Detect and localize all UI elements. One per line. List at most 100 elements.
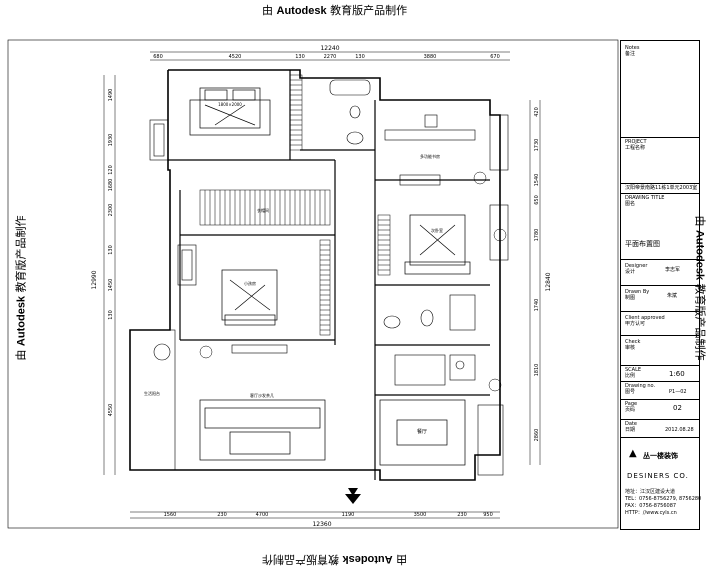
wardrobe-row: [199, 189, 331, 226]
dim-bottom-segment: 4700: [256, 512, 269, 518]
exterior-walls: [129, 69, 501, 481]
watermark-top: 由 Autodesk 教育版产品制作: [262, 4, 408, 17]
drawn-value: 朱斌: [667, 293, 678, 299]
drawing-frame: [7, 39, 619, 529]
drawing-no-sub: 图号: [625, 389, 636, 395]
notes-sub: 备注: [625, 51, 636, 57]
dim-bottom-segment: 230: [457, 512, 467, 518]
title-block: Notes 备注 PROJECT 工程名称 汉阳帝景南路11栋1单元2003室 …: [620, 40, 701, 530]
check-label: Check: [625, 339, 641, 345]
company-fax: FAX：0756-8756087: [625, 503, 677, 509]
dim-right-segment: 420: [534, 107, 540, 117]
dim-left-segment: 2300: [108, 204, 114, 217]
balcony-label: 生活阳台: [144, 390, 160, 396]
master-bathroom: [329, 79, 371, 145]
drawing-title-label: DRAWING TITLE: [625, 195, 665, 201]
left-balcony: [129, 329, 176, 471]
bay-window-left: [177, 244, 197, 286]
dim-left-segment: 120: [108, 165, 114, 175]
right-dimension-line: [529, 100, 541, 465]
sub-bed: [404, 214, 471, 275]
dining-table: [379, 399, 466, 466]
kitchen: [394, 354, 476, 386]
dim-bottom-segment: 230: [217, 512, 227, 518]
dim-left-segment: 130: [108, 245, 114, 255]
dim-bottom-segment: 3500: [414, 512, 427, 518]
master-bed: [189, 87, 271, 136]
dining-label: 餐厅: [417, 428, 427, 435]
master-bed-size: 1800×2000: [218, 102, 242, 107]
client-sub: 甲方认可: [625, 321, 646, 327]
dim-right-segment: 1540: [534, 174, 540, 187]
dim-left-segment: 1490: [108, 89, 114, 102]
dim-left-segment: 1930: [108, 134, 114, 147]
top-dimension-line: [150, 51, 510, 61]
client-label: Client approved: [625, 315, 665, 321]
page-sub: 页码: [625, 407, 636, 413]
second-bathroom: [383, 294, 476, 331]
dim-bottom-total: 12360: [312, 521, 331, 528]
scale-label: SCALE: [625, 367, 642, 373]
walk-in-label: 衣帽间: [257, 207, 269, 213]
designer-sub: 设计: [625, 269, 636, 275]
project-value: 工程名称: [625, 145, 646, 151]
dim-left-segment: 4550: [108, 404, 114, 417]
date-value: 2012.08.28: [665, 427, 694, 433]
dim-top-segment: 670: [490, 54, 500, 60]
dim-bottom-segment: 950: [483, 512, 493, 518]
drawing-title-sub: 图名: [625, 201, 636, 207]
dim-right-segment: 650: [534, 195, 540, 205]
hatch-column: [319, 239, 331, 336]
entrance-arrow: [345, 488, 361, 504]
walk-in-wardrobe: [289, 74, 303, 151]
date-sub: 日期: [625, 427, 636, 433]
designer-label: Designer: [625, 263, 648, 269]
living-sofa: [199, 399, 326, 461]
kid-bed: [221, 269, 278, 326]
kid-bedroom-label: 小孩房: [244, 280, 256, 286]
right-balcony: [477, 404, 504, 476]
dim-top-segment: 2270: [324, 54, 337, 60]
page-label: Page: [625, 401, 638, 407]
sub-bedroom-label: 次卧室: [431, 227, 443, 233]
living-label: 客厅沙发茶几: [250, 392, 274, 398]
sub-wardrobe: [377, 214, 391, 276]
plant-decorations: [199, 171, 507, 392]
company-address: 地址：江汉区建设大道: [625, 489, 676, 495]
scale-sub: 比例: [625, 373, 636, 379]
bottom-dimension-line: [130, 511, 500, 519]
project-name: 汉阳帝景南路11栋1单元2003室: [625, 185, 698, 191]
study-desk: [384, 114, 476, 186]
dim-left-segment: 1450: [108, 279, 114, 292]
bay-window-top: [149, 119, 169, 161]
date-label: Date: [625, 421, 637, 427]
dim-right-segment: 1780: [534, 229, 540, 242]
company-logo-icon: ▲: [629, 448, 637, 459]
dim-top-segment: 4520: [229, 54, 242, 60]
project-label: PROJECT: [625, 139, 647, 145]
tv-cabinet: [231, 344, 288, 354]
dim-right-segment: 2860: [534, 429, 540, 442]
dim-left-segment: 130: [108, 310, 114, 320]
dim-top-segment: 130: [295, 54, 305, 60]
drawn-sub: 制图: [625, 295, 636, 301]
dim-top-segment: 680: [153, 54, 163, 60]
dim-bottom-segment: 1560: [164, 512, 177, 518]
dim-right-total: 12840: [545, 272, 552, 291]
page-value: 02: [673, 404, 682, 412]
check-sub: 审核: [625, 345, 636, 351]
left-dimension-line: [103, 75, 116, 475]
company-en: DESINERS CO.: [627, 472, 689, 480]
company-web: HTTP：//www.cyls.cn: [625, 510, 677, 516]
dim-bottom-segment: 1190: [342, 512, 355, 518]
scale-value: 1:60: [669, 370, 685, 378]
company-cn: 丛一楼装饰: [643, 452, 678, 460]
dim-right-segment: 1730: [534, 139, 540, 152]
dim-top-segment: 3880: [424, 54, 437, 60]
dim-top-total: 12240: [320, 45, 339, 52]
dim-right-segment: 1810: [534, 364, 540, 377]
drawn-label: Drawn By: [625, 289, 650, 295]
dim-left-total: 12990: [91, 270, 98, 289]
notes-label: Notes: [625, 45, 640, 51]
